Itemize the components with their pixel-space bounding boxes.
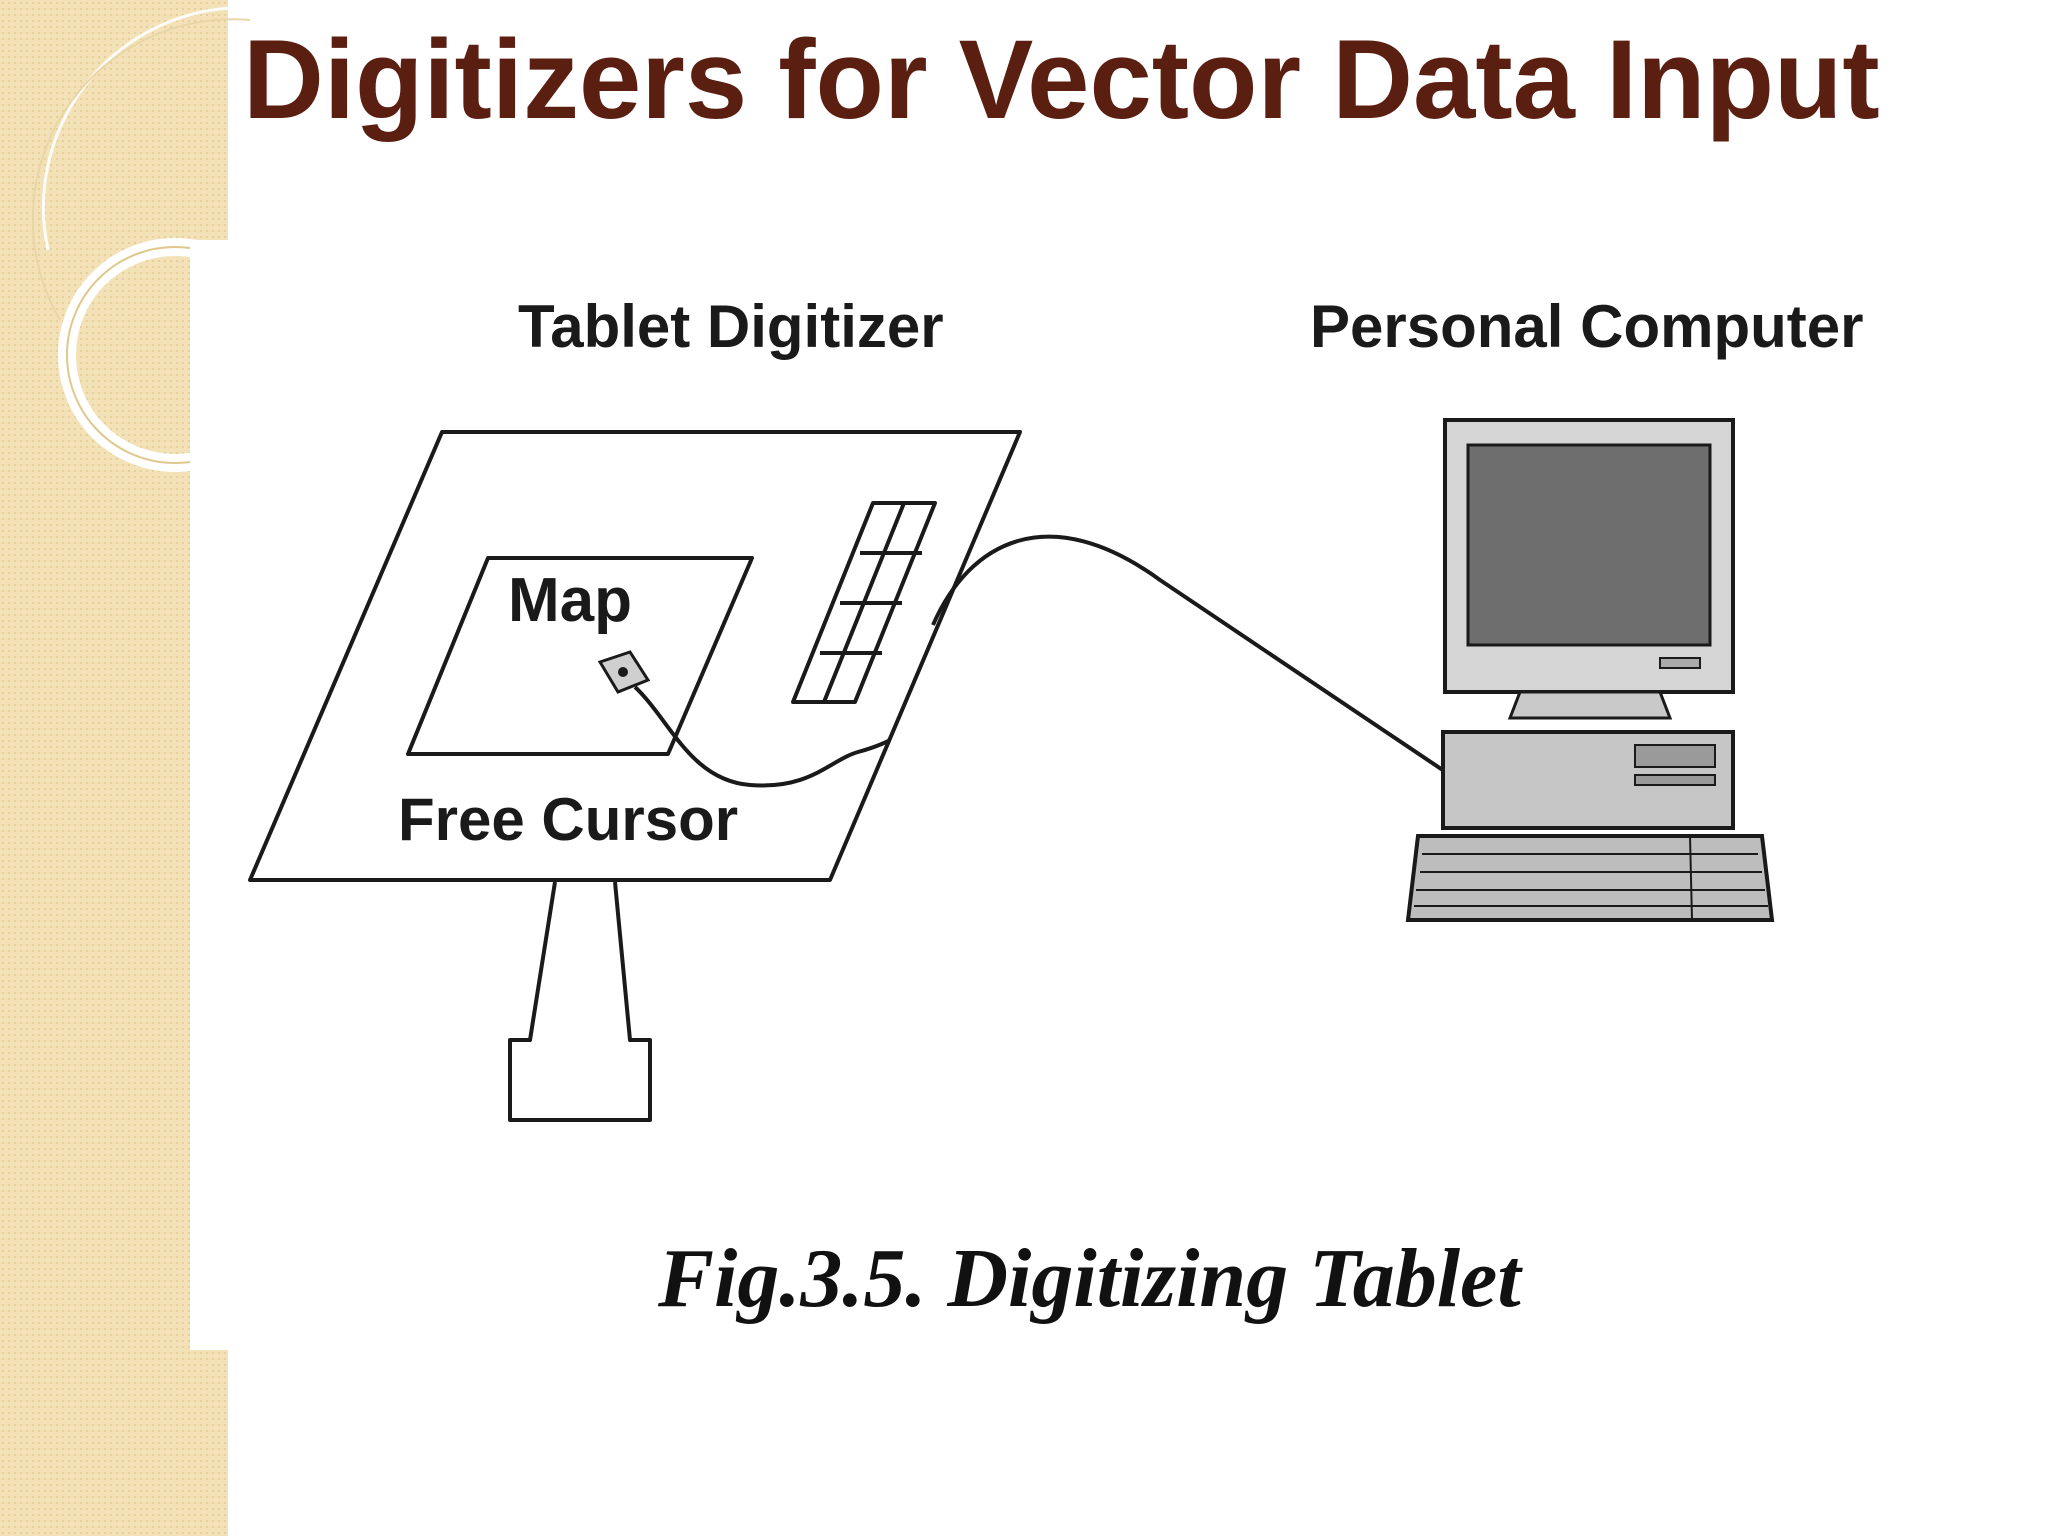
figure-panel: Tablet Digitizer Personal Computer Map F… [190, 240, 1863, 1350]
tablet-stand [508, 881, 652, 1122]
puck-cursor-icon [597, 650, 651, 694]
map-sheet [406, 556, 754, 756]
free-cursor-label: Free Cursor [398, 786, 739, 853]
figure-caption: Fig.3.5. Digitizing Tablet [658, 1232, 1521, 1325]
digitizing-tablet-diagram [248, 418, 1775, 1122]
decorative-rings [31, 6, 260, 472]
tablet-digitizer-icon [248, 430, 1022, 882]
connection-cable [931, 534, 1464, 785]
cursor-cable [633, 685, 892, 788]
map-label: Map [508, 566, 632, 635]
computer-keyboard-icon [1405, 834, 1775, 922]
computer-monitor-icon [1443, 418, 1735, 720]
computer-case-icon [1441, 730, 1735, 830]
personal-computer-label: Personal Computer [1310, 293, 1864, 360]
tablet-digitizer-label: Tablet Digitizer [518, 293, 944, 360]
slide-title: Digitizers for Vector Data Input [243, 17, 1880, 142]
tablet-menu-grid [791, 501, 937, 704]
